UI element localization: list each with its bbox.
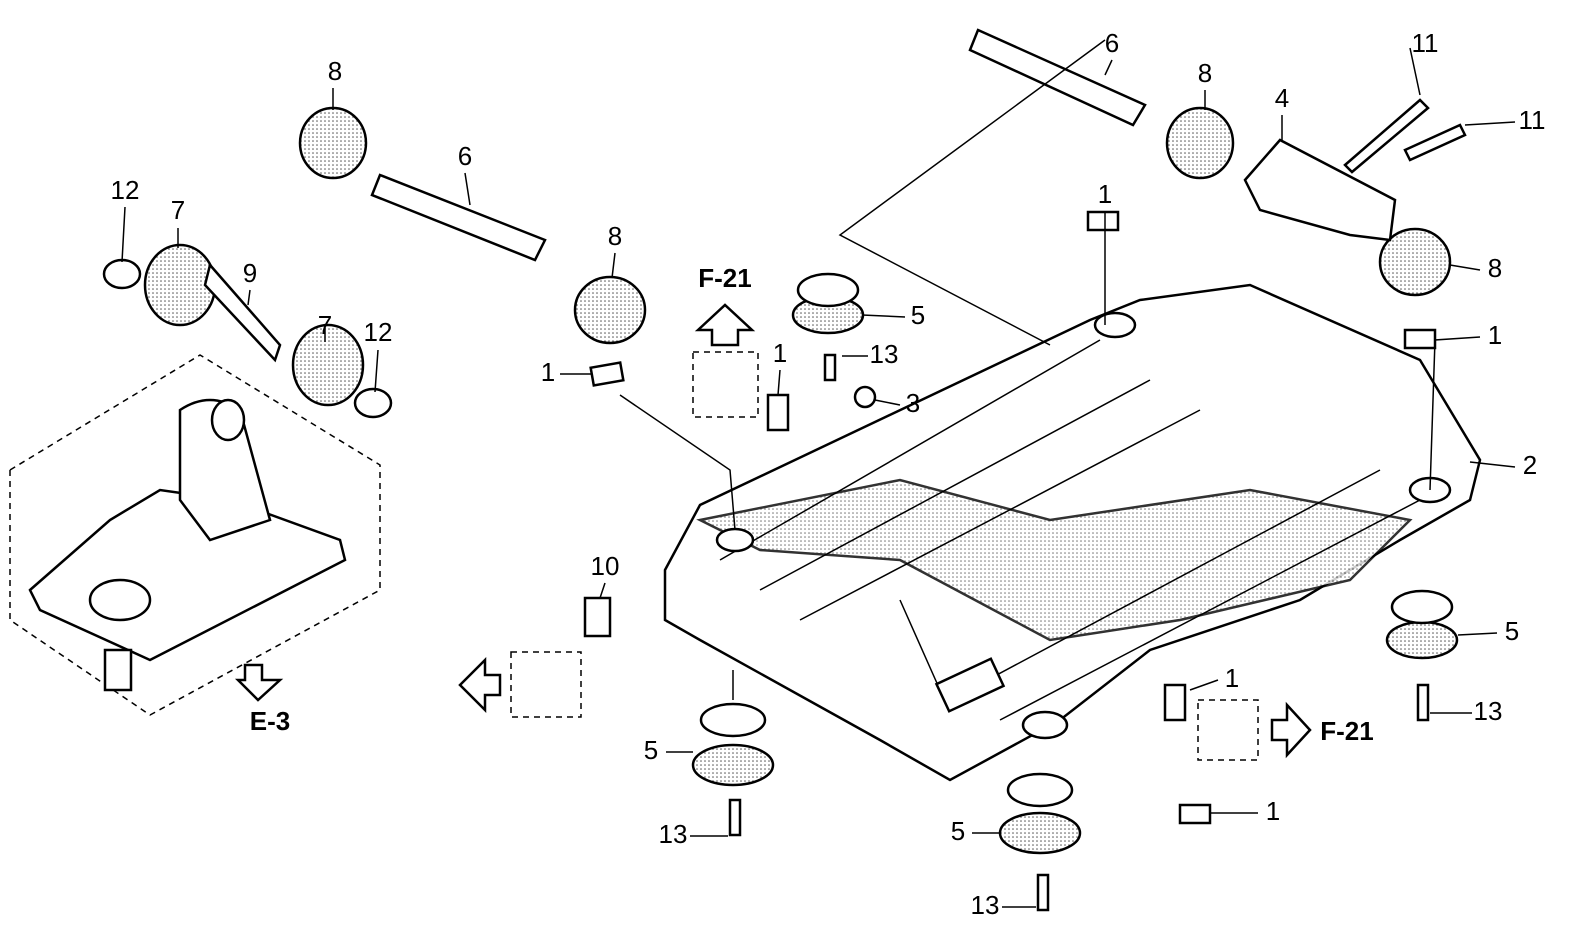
arrow-down-icon <box>234 663 284 702</box>
pipe-6 <box>968 28 1147 127</box>
bracket-4 <box>1243 138 1397 242</box>
callout-labels: 8 6 12 7 9 7 12 8 1 1 13 3 5 6 8 4 11 11… <box>111 28 1546 920</box>
callout-8: 8 <box>328 56 342 86</box>
rubber-mount-8 <box>1378 227 1452 297</box>
washer-12 <box>102 258 142 290</box>
mount-5 <box>691 702 775 787</box>
mount-5 <box>998 772 1082 855</box>
rubber-mount-8 <box>298 106 368 180</box>
callout-2: 2 <box>1523 450 1537 480</box>
callout-13: 13 <box>659 819 688 849</box>
pipe-6 <box>370 173 547 262</box>
clip-10 <box>583 596 612 638</box>
callout-3: 3 <box>906 388 920 418</box>
ref-box <box>1197 699 1259 761</box>
callout-7: 7 <box>171 195 185 225</box>
bolt-11 <box>1403 123 1467 162</box>
callout-13: 13 <box>1474 696 1503 726</box>
ref-e3[interactable]: E-3 <box>250 706 290 736</box>
arrow-up-icon <box>694 303 756 347</box>
callout-8: 8 <box>1488 253 1502 283</box>
engine-mount-assembly <box>9 354 381 716</box>
mount-5 <box>1385 589 1459 660</box>
callout-13: 13 <box>870 339 899 369</box>
bushing-7 <box>291 323 365 407</box>
callout-8: 8 <box>1198 58 1212 88</box>
clip-3 <box>853 385 877 409</box>
callout-12: 12 <box>364 317 393 347</box>
callout-5: 5 <box>1505 616 1519 646</box>
callout-13: 13 <box>971 890 1000 920</box>
bolts-13 <box>728 353 1430 912</box>
callout-1: 1 <box>773 338 787 368</box>
nuts-1 <box>589 210 1437 825</box>
callout-6: 6 <box>458 141 472 171</box>
callout-11: 11 <box>1412 28 1439 58</box>
mount-5 <box>791 272 865 335</box>
rubber-mount-8 <box>1165 106 1235 180</box>
ref-f21-top[interactable]: F-21 <box>698 263 751 293</box>
callout-1: 1 <box>1098 179 1112 209</box>
frame-part-2 <box>663 283 1482 782</box>
callout-5: 5 <box>951 816 965 846</box>
callout-1: 1 <box>1266 796 1280 826</box>
washer-12 <box>353 387 393 419</box>
callout-5: 5 <box>644 735 658 765</box>
callout-1: 1 <box>1225 663 1239 693</box>
callout-8: 8 <box>608 221 622 251</box>
callout-9: 9 <box>243 258 257 288</box>
bolt-11 <box>1343 98 1430 174</box>
collar-9 <box>203 262 282 363</box>
callout-7: 7 <box>318 310 332 340</box>
callout-4: 4 <box>1275 83 1289 113</box>
arrow-left-icon <box>458 656 502 714</box>
callout-11: 11 <box>1519 105 1546 135</box>
ref-box <box>692 351 759 418</box>
arrow-right-icon <box>1270 701 1312 759</box>
ref-f21-right[interactable]: F-21 <box>1320 716 1373 746</box>
ref-box <box>510 651 582 718</box>
callout-10: 10 <box>591 551 620 581</box>
callout-12: 12 <box>111 175 140 205</box>
rubber-mount-8 <box>573 275 647 345</box>
callout-1: 1 <box>541 357 555 387</box>
callout-6: 6 <box>1105 28 1119 58</box>
callout-1: 1 <box>1488 320 1502 350</box>
callout-5: 5 <box>911 300 925 330</box>
